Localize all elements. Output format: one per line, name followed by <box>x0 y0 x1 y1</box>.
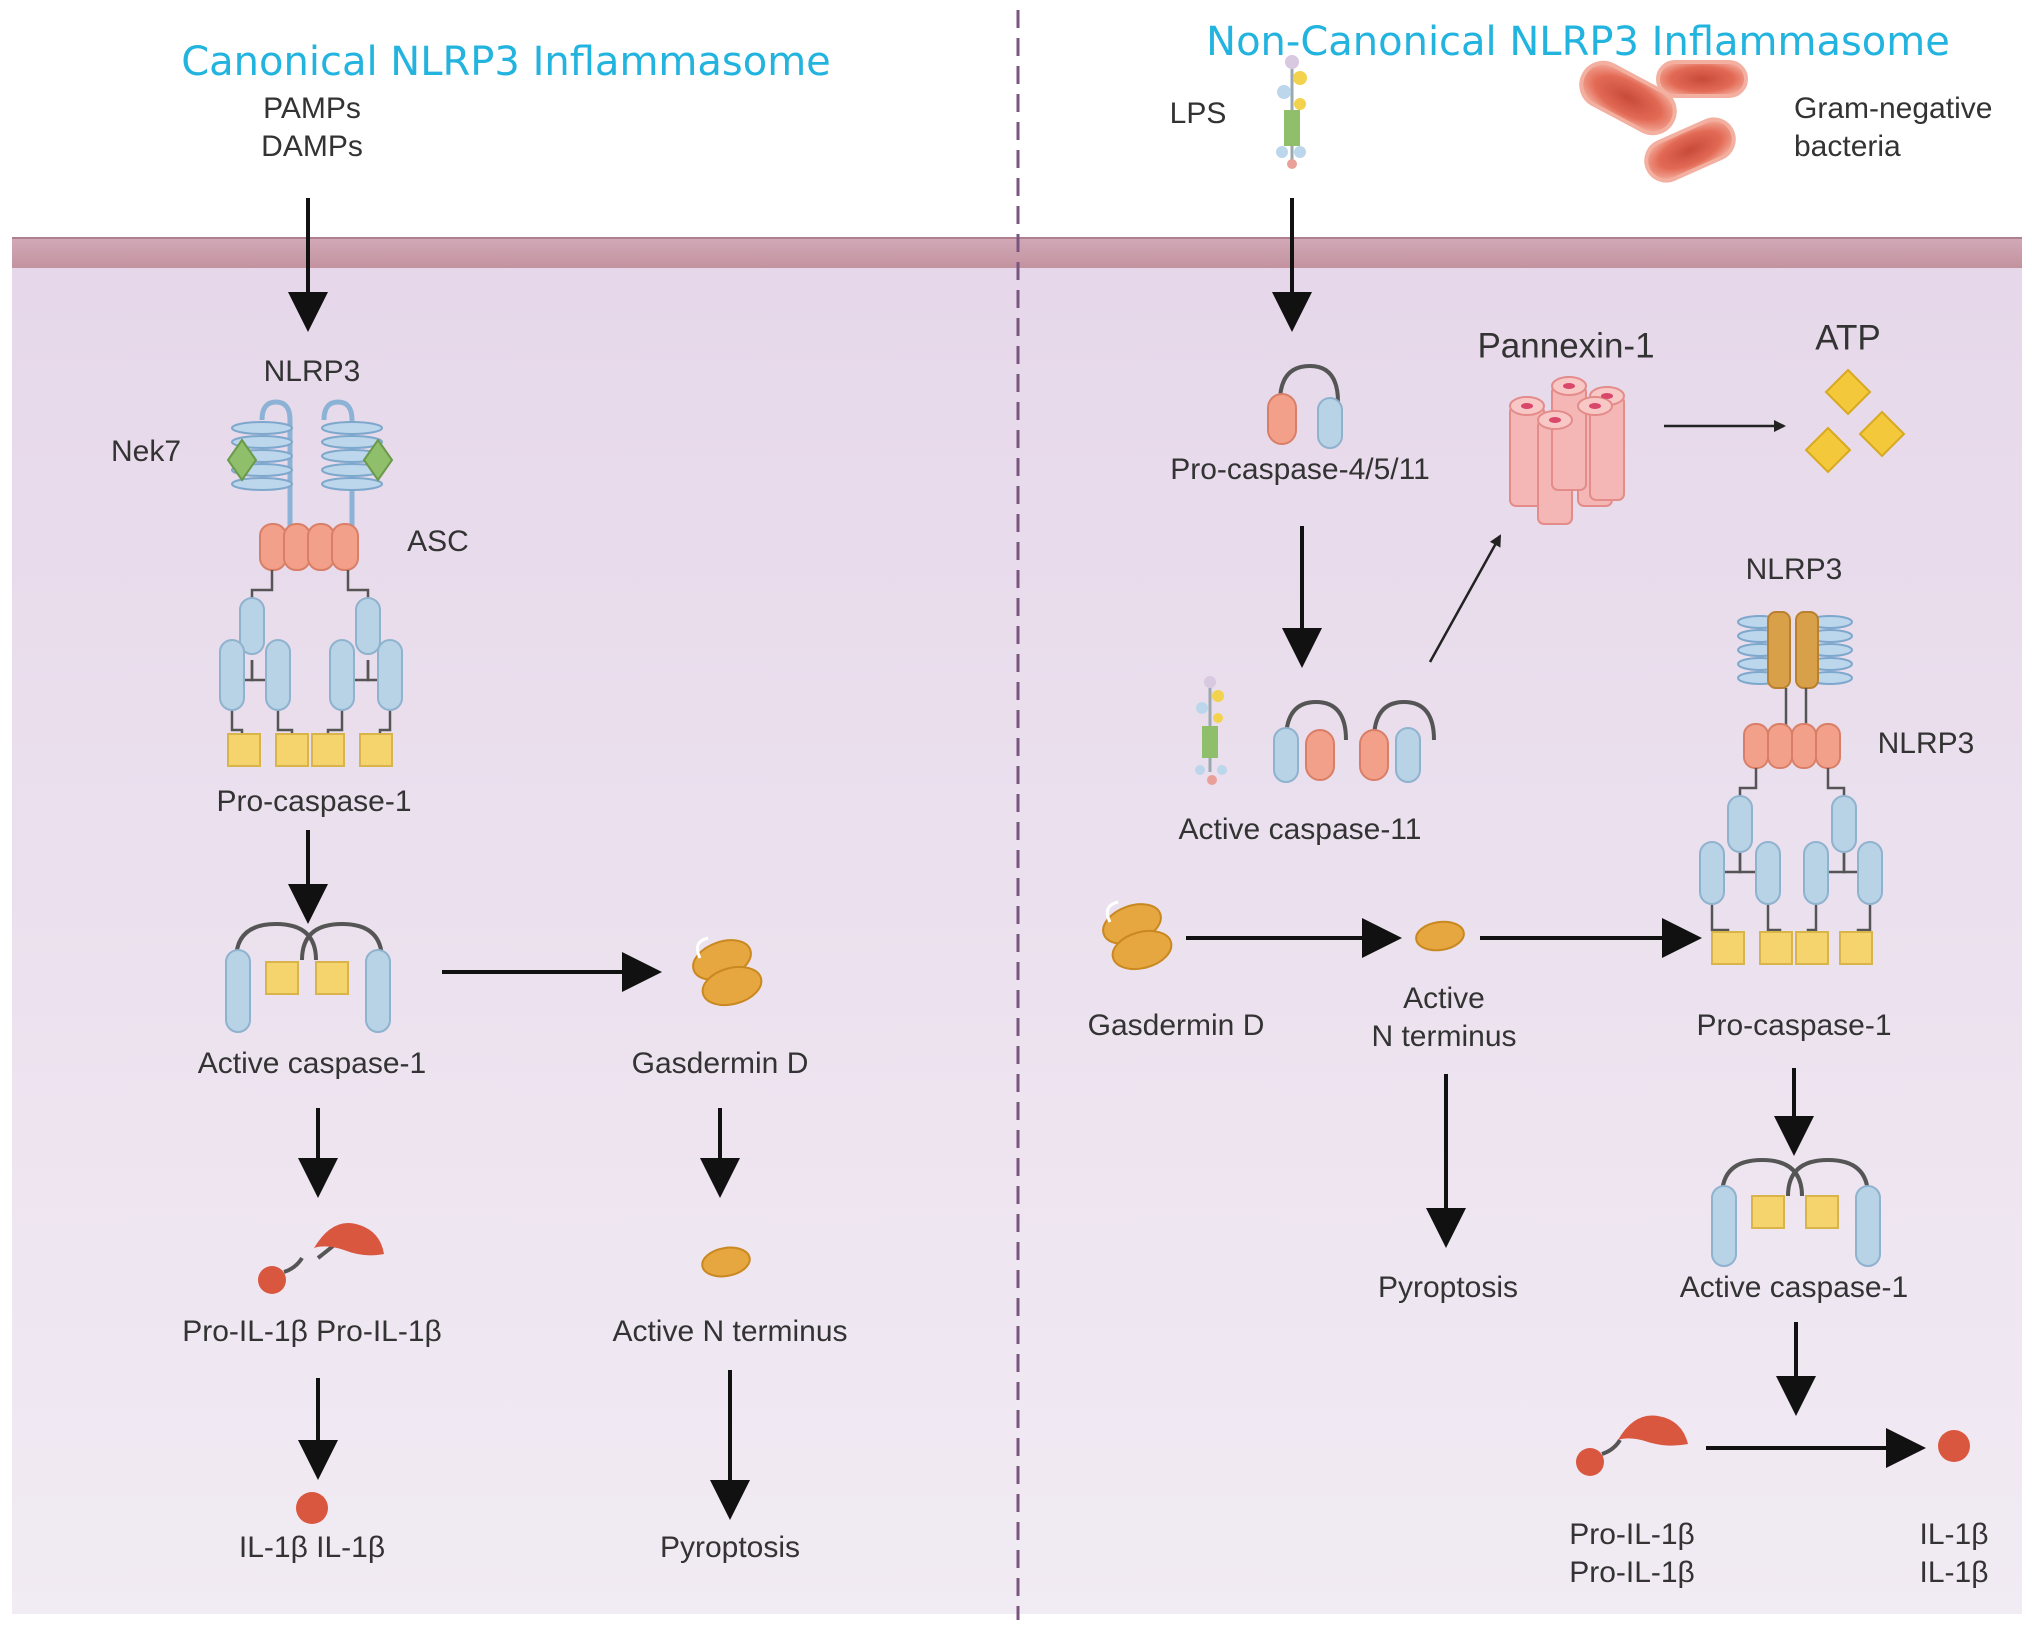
active-n-terminus-icon <box>701 1246 751 1278</box>
il1b-label: IL-1β IL-1β <box>238 1531 386 1564</box>
active-caspase-1-label: Active caspase-1 <box>197 1047 427 1080</box>
active-caspase-11-icon <box>1195 676 1436 785</box>
active-n-terminus-label: Active N terminus <box>612 1315 848 1348</box>
active-caspase-11-label: Active caspase-11 <box>1178 813 1422 846</box>
bacteria-label: Gram-negative bacteria <box>1794 92 1993 163</box>
gasdermin-d-label: Gasdermin D <box>631 1047 809 1080</box>
atp-label: ATP <box>1815 318 1881 358</box>
gasdermin-d-icon <box>692 936 763 1007</box>
non-canonical-title: Non-Canonical NLRP3 Inflammasome <box>1206 19 1950 65</box>
gasdermin-d-label-right: Gasdermin D <box>1087 1009 1265 1042</box>
bacteria-icon <box>1579 60 1748 183</box>
nlrp3-side-label: NLRP3 <box>1877 727 1975 760</box>
active-caspase-1-icon <box>225 921 391 1033</box>
pannexin-1-icon <box>1509 376 1625 525</box>
il1b-icon-right <box>1938 1430 1970 1462</box>
atp-icon <box>1804 368 1906 474</box>
canonical-title: Canonical NLRP3 Inflammasome <box>181 39 831 85</box>
nlrp3-inflammasome-icon <box>219 399 403 767</box>
nlrp3-inflammasome-icon-right <box>1699 611 1883 965</box>
pyroptosis-label: Pyroptosis <box>659 1531 801 1564</box>
active-n-terminus-icon-right <box>1415 920 1465 952</box>
pro-il1b-label-right: Pro-IL-1β Pro-IL-1β <box>1569 1518 1695 1589</box>
lps-icon <box>1276 55 1307 169</box>
pro-caspase-4511-icon <box>1267 363 1343 449</box>
nlrp3-label: NLRP3 <box>263 355 361 388</box>
pro-caspase-4511-label: Pro-caspase-4/5/11 <box>1170 453 1430 486</box>
pro-caspase-1-label-right: Pro-caspase-1 <box>1696 1009 1892 1042</box>
pannexin-label: Pannexin-1 <box>1477 326 1655 366</box>
lps-label: LPS <box>1169 97 1227 130</box>
active-caspase-1-label-right: Active caspase-1 <box>1679 1271 1909 1304</box>
pro-il1b-icon-right <box>1576 1415 1688 1476</box>
il1b-icon <box>296 1492 328 1524</box>
asc-label: ASC <box>407 525 469 558</box>
pro-caspase-1-label: Pro-caspase-1 <box>216 785 412 818</box>
pro-il1b-label: Pro-IL-1β Pro-IL-1β <box>182 1315 442 1348</box>
active-n-terminus-label-right: Active N terminus <box>1371 982 1517 1053</box>
pamps-damps-label: PAMPs DAMPs <box>261 92 363 163</box>
asc-icon <box>259 523 359 571</box>
pyroptosis-label-right: Pyroptosis <box>1377 1271 1519 1304</box>
gasdermin-d-icon-right <box>1102 900 1173 971</box>
nek7-label: Nek7 <box>110 435 182 468</box>
nlrp3-top-label: NLRP3 <box>1745 553 1843 586</box>
pro-il1b-icon <box>258 1223 384 1294</box>
active-caspase-1-icon-right <box>1711 1157 1881 1267</box>
nek7-icon <box>226 438 394 482</box>
il1b-label-right: IL-1β IL-1β <box>1919 1518 1989 1589</box>
